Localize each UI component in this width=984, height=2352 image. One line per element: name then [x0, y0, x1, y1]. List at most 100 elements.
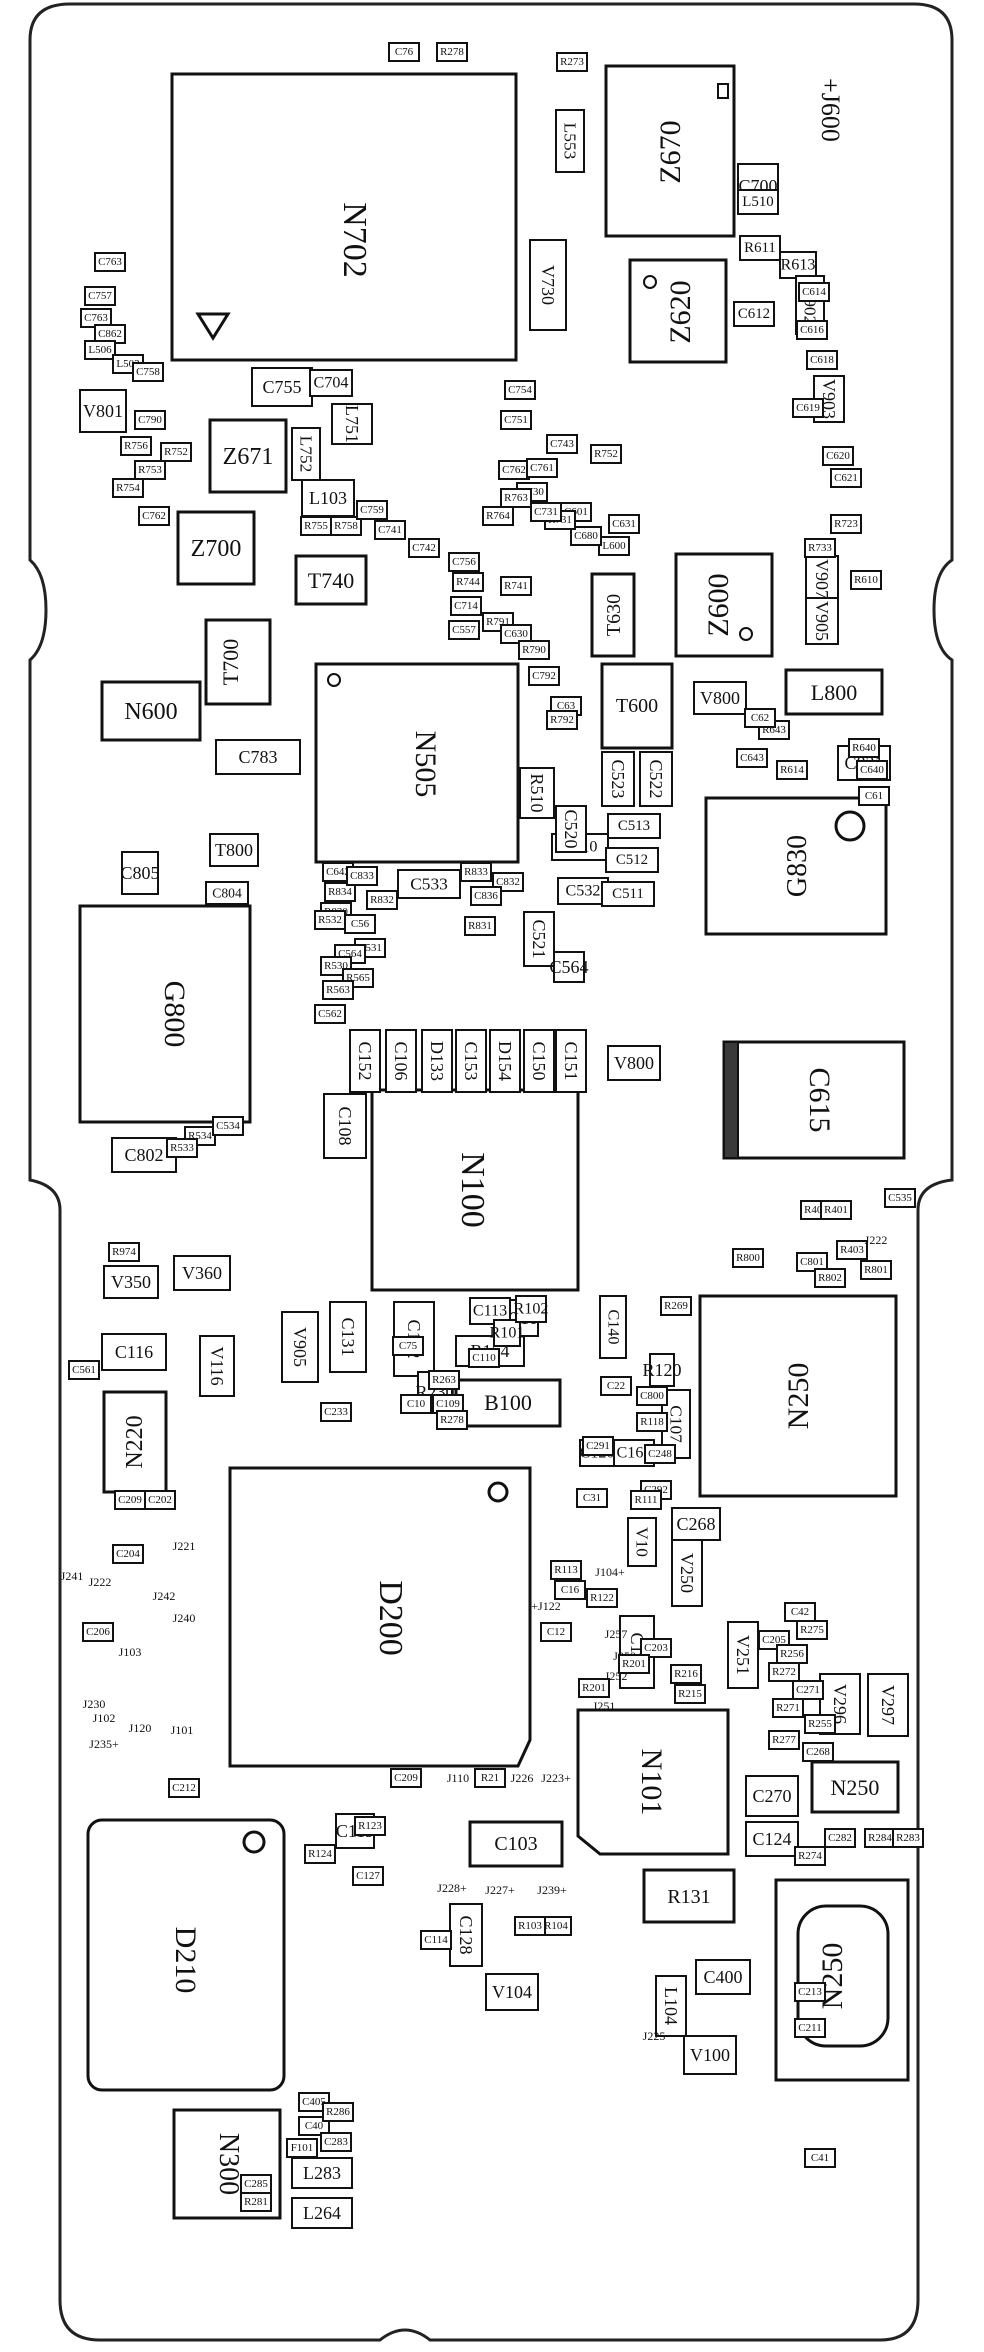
component-C805: C805 — [120, 851, 160, 895]
component-label: R403 — [840, 1244, 864, 1256]
component-C511: C511 — [601, 881, 655, 907]
component-label: C110 — [472, 1352, 496, 1364]
component-C532: C532 — [557, 877, 609, 905]
component-R974: R974 — [108, 1242, 140, 1262]
component-R120: R120 — [642, 1353, 682, 1387]
component-label: C619 — [796, 402, 820, 414]
component-label: R563 — [326, 984, 350, 996]
component-label: R101 — [490, 1325, 525, 1342]
component-R273: R273 — [556, 52, 588, 72]
component-C109: C109 — [432, 1394, 464, 1414]
component-label: V250 — [677, 1553, 697, 1593]
component-label: C75 — [399, 1340, 418, 1352]
component-R763: R763 — [500, 488, 532, 508]
component-R201: R201 — [618, 1654, 650, 1674]
component-R614: R614 — [776, 760, 808, 780]
component-C533: C533 — [397, 869, 461, 899]
component-label: C109 — [436, 1398, 460, 1410]
component-label: C283 — [324, 2136, 348, 2148]
component-L104: L104 — [655, 1975, 687, 2037]
component-C124: C124 — [745, 1821, 799, 1857]
component-label: L600 — [602, 540, 626, 552]
component-C113: C113 — [469, 1297, 511, 1325]
component-label: Z671 — [223, 444, 274, 470]
component-C562: C562 — [314, 1004, 346, 1024]
component-label: C758 — [136, 366, 160, 378]
component-label: C805 — [120, 863, 159, 883]
component-L553: L553 — [555, 109, 585, 173]
component-label: V297 — [878, 1685, 898, 1725]
component-C612: C612 — [733, 301, 775, 327]
component-R756: R756 — [120, 436, 152, 456]
component-L800: L800 — [784, 668, 884, 716]
component-label: C271 — [796, 1684, 820, 1696]
component-R286: R286 — [322, 2102, 354, 2122]
component-R281: R281 — [240, 2192, 272, 2212]
component-N220: N220 — [102, 1390, 168, 1494]
component-label: C612 — [738, 306, 770, 322]
component-R758: R758 — [330, 516, 362, 536]
component-C213: C213 — [794, 1982, 826, 2002]
component-label: C268 — [676, 1514, 715, 1534]
component-label: C535 — [888, 1192, 912, 1204]
component-label: C714 — [454, 600, 478, 612]
component-R118: R118 — [636, 1412, 668, 1432]
component-label: C757 — [88, 290, 112, 302]
component-label: F101 — [291, 2142, 314, 2154]
component-label: C22 — [607, 1380, 625, 1392]
component-C270: C270 — [745, 1775, 799, 1817]
component-label: C127 — [356, 1870, 380, 1882]
component-C61: C61 — [858, 786, 890, 806]
component-label: C211 — [798, 2022, 821, 2034]
component-label: C116 — [115, 1342, 153, 1362]
component-C792: C792 — [528, 666, 560, 686]
component-C108: C108 — [323, 1093, 367, 1159]
component-label: R752 — [594, 448, 618, 460]
component-label: C862 — [98, 328, 122, 340]
component-C271: C271 — [792, 1680, 824, 1700]
component-label: C511 — [612, 886, 644, 902]
component-label: C756 — [452, 556, 476, 568]
component-T700: T700 — [204, 618, 272, 706]
component-C564: C564 — [549, 951, 589, 983]
component-R800: R800 — [732, 1248, 764, 1268]
component-label: R764 — [486, 510, 510, 522]
component-C16: C16 — [554, 1580, 586, 1600]
component-label: C56 — [351, 918, 370, 930]
component-label: R201 — [582, 1682, 606, 1694]
component-label: T600 — [616, 695, 658, 717]
component-label: R834 — [328, 886, 352, 898]
component-label: C614 — [802, 286, 826, 298]
component-label: C783 — [238, 747, 277, 767]
component-label: Z700 — [191, 536, 242, 562]
small-component-layer: C702C754C728R723C757C763C862L506L503C758… — [61, 42, 924, 2212]
component-C31: C31 — [576, 1488, 608, 1508]
component-label: C643 — [740, 752, 764, 764]
component-label: L264 — [303, 2203, 341, 2223]
component-Z600: Z600 — [674, 552, 774, 658]
component-label: C150 — [529, 1041, 549, 1080]
component-label: R215 — [678, 1688, 702, 1700]
component-label: C754 — [508, 384, 532, 396]
component-label: R255 — [808, 1718, 832, 1730]
component-label: V801 — [83, 401, 123, 421]
component-label: C615 — [803, 1067, 836, 1132]
component-label: C248 — [648, 1448, 672, 1460]
component-J257: J257 — [605, 1627, 628, 1641]
component-label: C532 — [566, 883, 601, 900]
component-label: J223+ — [541, 1771, 571, 1785]
component-label: R614 — [780, 764, 804, 776]
component-label: C270 — [752, 1786, 791, 1806]
component-C783: C783 — [215, 739, 301, 775]
component-C522: C522 — [639, 751, 673, 807]
component-R21: R21 — [474, 1768, 506, 1788]
component-label: C792 — [532, 670, 556, 682]
component-label: C763 — [98, 256, 122, 268]
component-C643: C643 — [736, 748, 768, 768]
component-J241: J241 — [61, 1569, 84, 1583]
component-label: R275 — [800, 1624, 824, 1636]
component-J225: J225 — [643, 2029, 666, 2043]
component-label: C41 — [811, 2152, 829, 2164]
component-R256: R256 — [776, 1644, 808, 1664]
component-N250-b: N250 — [810, 1760, 900, 1814]
